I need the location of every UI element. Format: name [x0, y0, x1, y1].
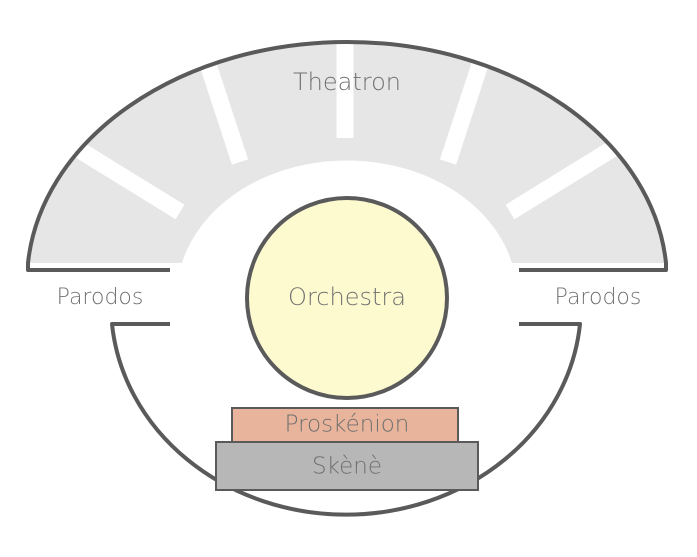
outer-wall-top [26, 40, 668, 272]
theatron-label: Theatron [293, 68, 401, 96]
orchestra-circle [245, 196, 449, 400]
proskenion-label: Proskénion [284, 411, 410, 438]
aisle-4 [439, 37, 497, 165]
aisle-2 [191, 37, 249, 165]
skene-block [215, 441, 479, 491]
proskenion-block [231, 407, 459, 443]
outer-wall-bottom [110, 322, 582, 517]
skene-label: Skènè [312, 453, 382, 480]
theatron-area [28, 41, 666, 264]
orchestra-label: Orchestra [288, 283, 406, 311]
parodos-left-label: Parodos [56, 285, 144, 310]
aisle-5 [505, 130, 635, 220]
parodos-right-label: Parodos [554, 285, 642, 310]
